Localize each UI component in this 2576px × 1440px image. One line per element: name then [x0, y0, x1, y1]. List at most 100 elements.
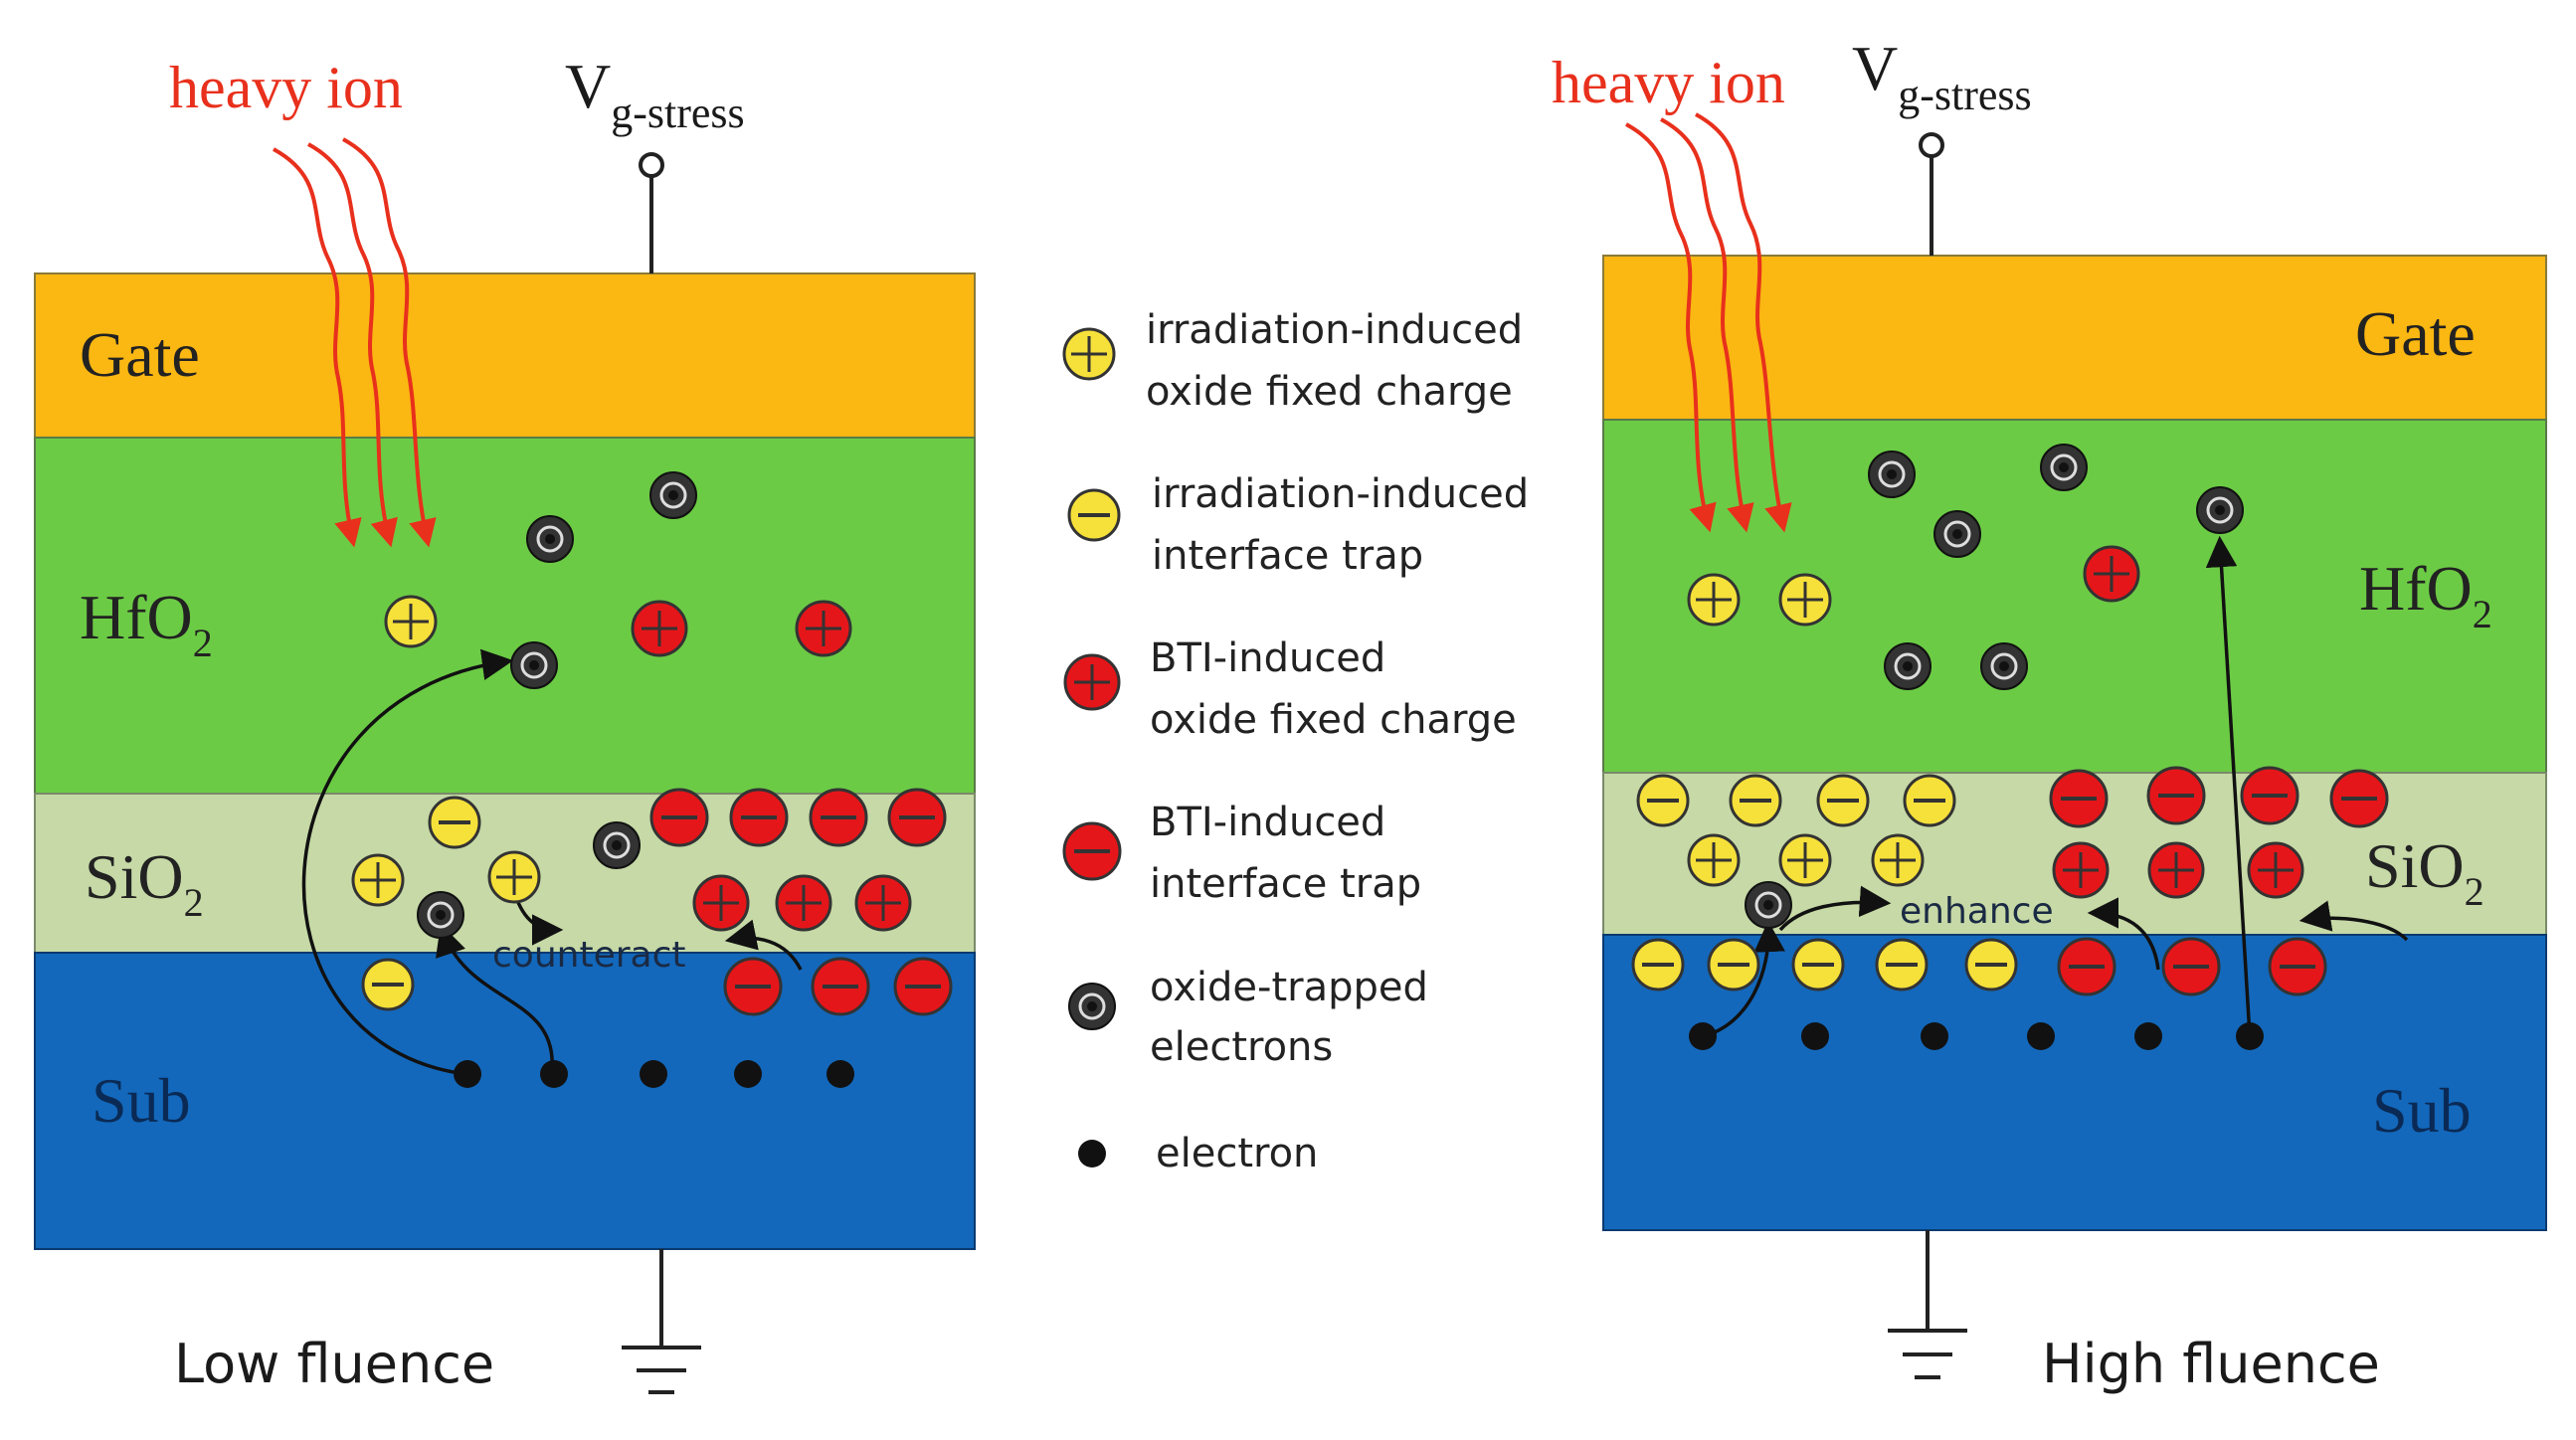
yellow-plus-icon — [1687, 573, 1741, 627]
left-heavy-ion-label: heavy ion — [169, 55, 403, 120]
red-plus-icon — [2083, 545, 2140, 603]
red-minus-icon — [723, 957, 783, 1016]
legend-label: irradiation-induced — [1146, 307, 1523, 353]
red-minus-icon — [729, 788, 789, 847]
yellow-minus-icon — [1729, 774, 1782, 827]
right-arrow-enhance-3 — [2299, 900, 2409, 942]
left-sio2-main: SiO — [85, 841, 184, 912]
yellow-minus-icon — [1875, 938, 1929, 991]
left-hfo2-label: HfO2 — [80, 582, 213, 665]
legend-label: oxide fixed charge — [1150, 697, 1517, 743]
right-arrow-enhance-1 — [1778, 885, 1892, 932]
right-hfo2-sub: 2 — [2473, 592, 2492, 636]
legend-item-yellow-plus: irradiation-induced oxide fixed charge — [1062, 307, 1523, 415]
red-plus-icon — [2052, 841, 2110, 899]
left-arrow-electron-to-hfo2 — [301, 648, 514, 1076]
red-minus-icon — [2057, 937, 2116, 996]
red-minus-icon — [893, 957, 953, 1016]
right-fluence-label: High fluence — [2042, 1333, 2380, 1395]
left-charges — [351, 471, 953, 1016]
legend-label: interface trap — [1152, 533, 1423, 579]
yellow-plus-icon — [384, 595, 438, 648]
right-ground-symbol — [1888, 1230, 1967, 1379]
legend-item-yellow-minus: irradiation-induced interface trap — [1067, 471, 1529, 579]
legend-label: irradiation-induced — [1152, 471, 1529, 517]
legend-label: BTI-induced — [1150, 635, 1385, 681]
red-plus-icon — [775, 874, 832, 932]
left-flow-arrows — [301, 648, 803, 1076]
trapped-electron-icon — [510, 641, 558, 689]
yellow-minus-icon — [1903, 774, 1956, 827]
red-minus-icon — [2268, 937, 2327, 996]
yellow-plus-icon — [1062, 327, 1116, 381]
trapped-electron-icon — [649, 471, 697, 519]
electron — [540, 1060, 568, 1088]
right-sio2-sub: 2 — [2465, 869, 2484, 914]
right-gate-label: Gate — [2355, 298, 2476, 369]
trapped-electron-icon — [2040, 444, 2088, 491]
right-enhance-label: enhance — [1900, 891, 2054, 932]
red-plus-icon — [2147, 841, 2205, 899]
red-minus-icon — [649, 788, 709, 847]
legend-label: oxide fixed charge — [1146, 369, 1513, 415]
legend-label: electron — [1156, 1131, 1318, 1176]
right-vgs-label: Vg-stress — [1852, 33, 2032, 119]
right-sio2-label: SiO2 — [2365, 830, 2484, 914]
yellow-minus-icon — [428, 796, 481, 849]
electron — [2236, 1022, 2264, 1050]
legend: irradiation-induced oxide fixed charge i… — [1062, 307, 1529, 1176]
yellow-minus-icon — [1707, 938, 1760, 991]
left-ground-symbol — [622, 1249, 701, 1394]
legend-label: electrons — [1150, 1024, 1333, 1070]
legend-item-red-minus: BTI-induced interface trap — [1062, 800, 1421, 907]
left-fluence-label: Low fluence — [174, 1333, 494, 1395]
trapped-electron-icon — [1933, 510, 1981, 558]
electron — [2027, 1022, 2055, 1050]
red-plus-icon — [2247, 841, 2304, 899]
left-vgs-sub: g-stress — [611, 89, 744, 137]
right-sub-label: Sub — [2372, 1075, 2472, 1146]
left-panel: heavy ion Vg-stress Gate HfO2 SiO2 Sub c… — [34, 51, 976, 1395]
right-flow-arrows — [1702, 535, 2409, 1038]
left-arrow-plus-down — [515, 899, 564, 946]
red-minus-icon — [2240, 766, 2300, 825]
yellow-plus-icon — [351, 853, 405, 907]
legend-item-trapped-electron: oxide-trapped electrons — [1068, 965, 1428, 1070]
yellow-minus-icon — [1636, 774, 1690, 827]
legend-item-electron: electron — [1078, 1131, 1318, 1176]
right-arrow-enhance-2 — [2087, 897, 2160, 971]
red-plus-icon — [1063, 653, 1121, 711]
yellow-plus-icon — [1778, 833, 1832, 887]
right-charges — [1631, 444, 2389, 996]
red-minus-icon — [809, 788, 868, 847]
yellow-minus-icon — [1067, 488, 1121, 542]
red-plus-icon — [692, 874, 750, 932]
left-substrate-electrons — [454, 1060, 854, 1088]
left-vgs-label: Vg-stress — [565, 51, 745, 137]
right-panel: heavy ion Vg-stress Gate HfO2 SiO2 Sub e… — [1552, 33, 2547, 1395]
right-heavy-ion-arrows — [1625, 112, 1792, 533]
legend-label: interface trap — [1150, 861, 1421, 907]
red-minus-icon — [811, 957, 870, 1016]
right-gate-terminal — [1919, 132, 1944, 158]
left-heavy-ion-arrows — [273, 137, 437, 548]
yellow-plus-icon — [1778, 573, 1832, 627]
left-counteract-label: counteract — [492, 935, 685, 976]
electron — [1801, 1022, 1829, 1050]
red-plus-icon — [854, 874, 912, 932]
red-minus-icon — [887, 788, 947, 847]
trapped-electron-icon — [417, 891, 464, 939]
red-plus-icon — [795, 600, 852, 657]
trapped-electron-icon — [1745, 881, 1792, 929]
yellow-minus-icon — [1964, 938, 2018, 991]
yellow-plus-icon — [1871, 833, 1925, 887]
left-gate-label: Gate — [80, 319, 200, 390]
red-plus-icon — [631, 600, 688, 657]
right-hfo2-main: HfO — [2359, 553, 2473, 624]
trapped-electron-icon — [2196, 486, 2244, 534]
yellow-minus-icon — [1816, 774, 1870, 827]
electron — [827, 1060, 854, 1088]
red-minus-icon — [2049, 769, 2109, 828]
red-minus-icon — [2329, 769, 2389, 828]
